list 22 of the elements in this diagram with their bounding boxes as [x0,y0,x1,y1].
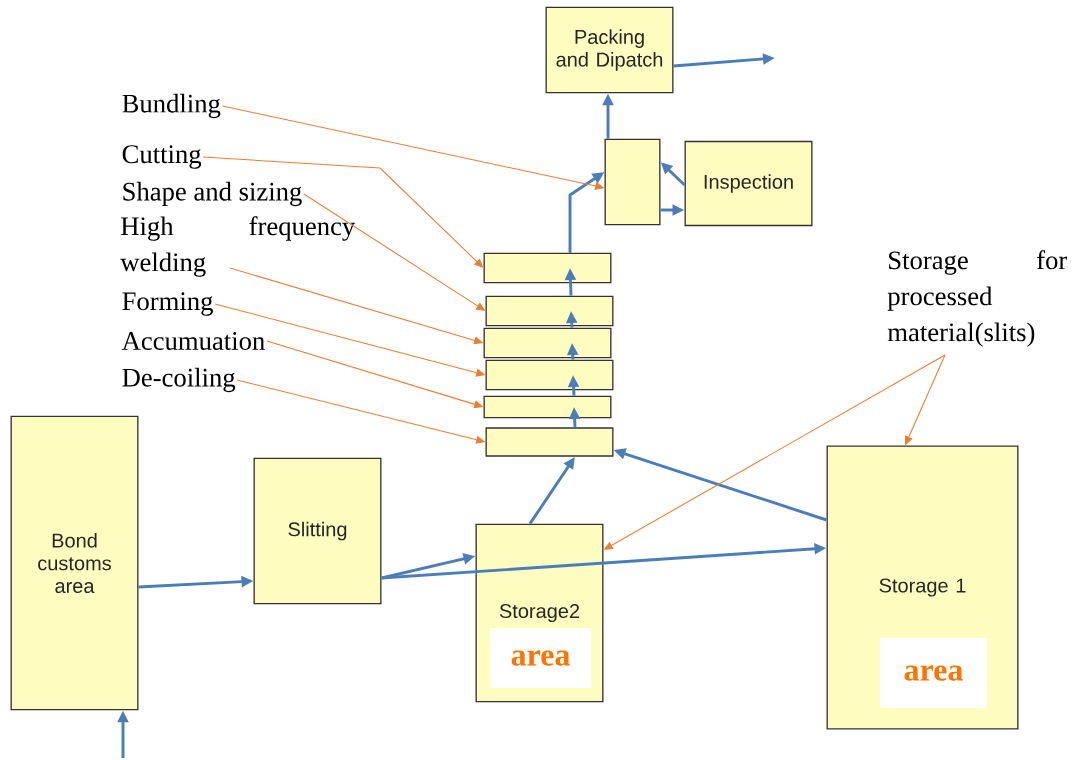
step-label: Forming [122,292,213,316]
step-label: De-coiling [122,367,236,393]
step-label: High frequency welding [120,216,356,277]
process-box: Packing and Dipatch [545,6,674,94]
label-box: area [880,638,987,708]
process-box: Inspection [684,140,813,227]
process-box [485,427,614,457]
step-label: Shape and sizing [123,181,302,207]
process-box [485,295,614,327]
process-box [483,395,612,419]
process-box [483,327,612,359]
process-box: Slitting [253,457,382,605]
leader-line [202,156,484,268]
process-box [483,252,612,284]
process-box [485,359,614,391]
process-box [604,138,661,226]
process-box: Bond customs area [10,415,139,711]
step-label: Storage for processed material(slits) [887,250,1068,347]
label-box: area [490,628,591,688]
step-label: Bundling [122,93,221,119]
step-label: Cutting [122,145,202,169]
step-label: Accumuation [121,332,265,350]
